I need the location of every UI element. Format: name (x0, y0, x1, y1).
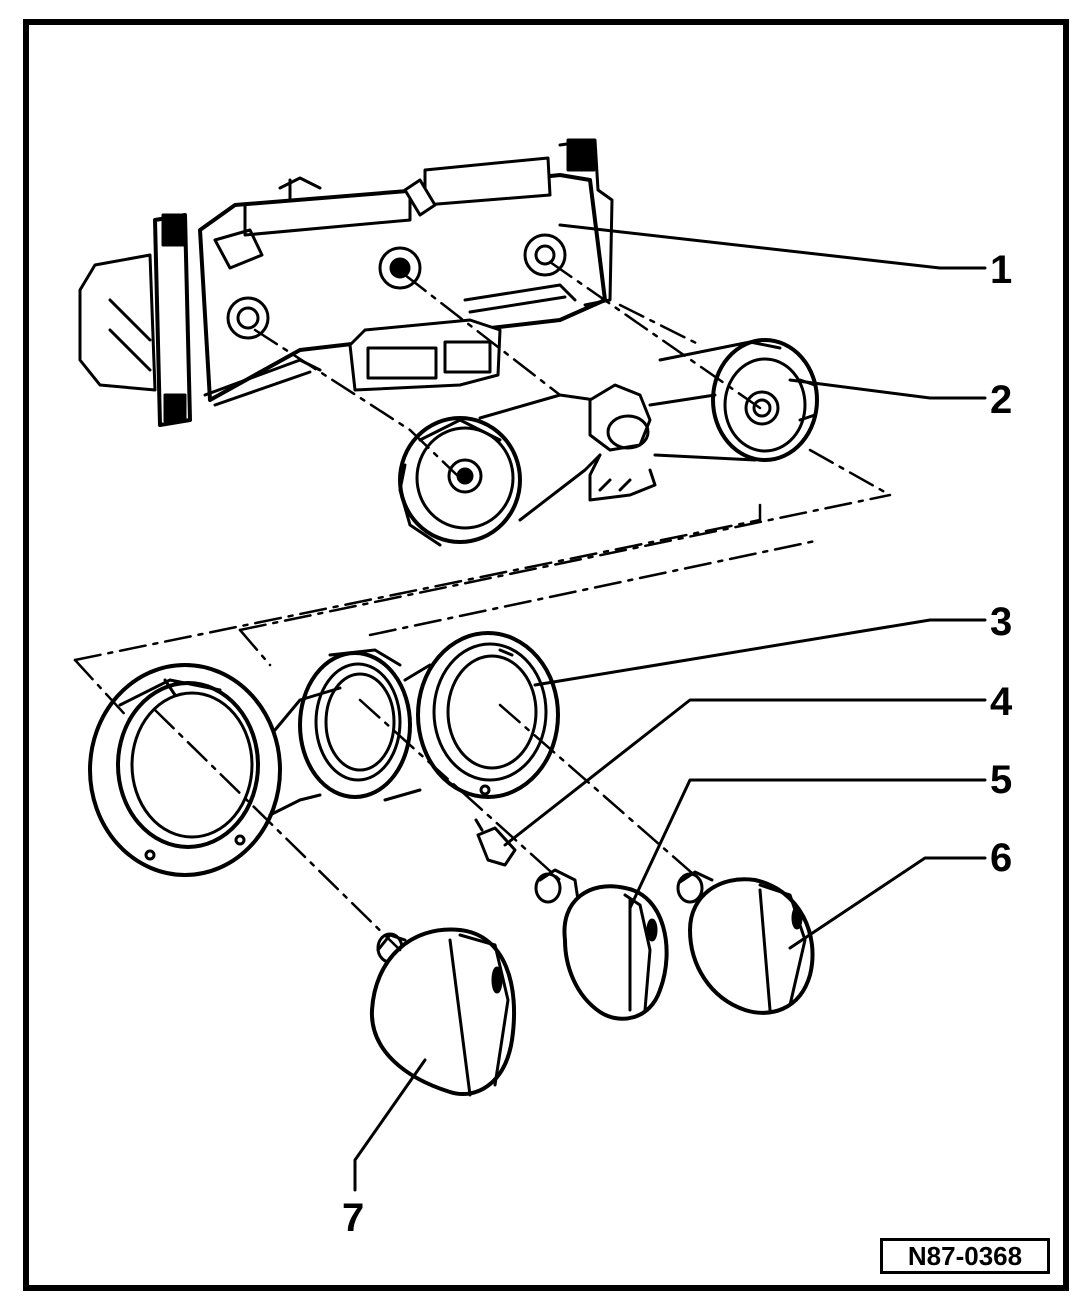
knob-right (676, 870, 815, 1015)
knob-left (369, 927, 517, 1097)
callout-5: 5 (990, 758, 1013, 802)
knob-middle (534, 868, 669, 1021)
callout-1: 1 (990, 248, 1013, 292)
assembly-lines (73, 260, 892, 952)
trim-panel (88, 631, 560, 877)
callout-7: 7 (342, 1196, 365, 1240)
bulb-holder (474, 818, 517, 867)
callout-3: 3 (990, 600, 1013, 644)
figure-id-label: N87-0368 (880, 1238, 1050, 1274)
diagram-border (23, 19, 1069, 1291)
control-housing (78, 138, 614, 427)
callout-6: 6 (990, 836, 1013, 880)
callout-2: 2 (990, 378, 1013, 422)
callout-4: 4 (990, 680, 1013, 724)
leader-lines (353, 223, 987, 1192)
cable-drums (398, 338, 819, 547)
